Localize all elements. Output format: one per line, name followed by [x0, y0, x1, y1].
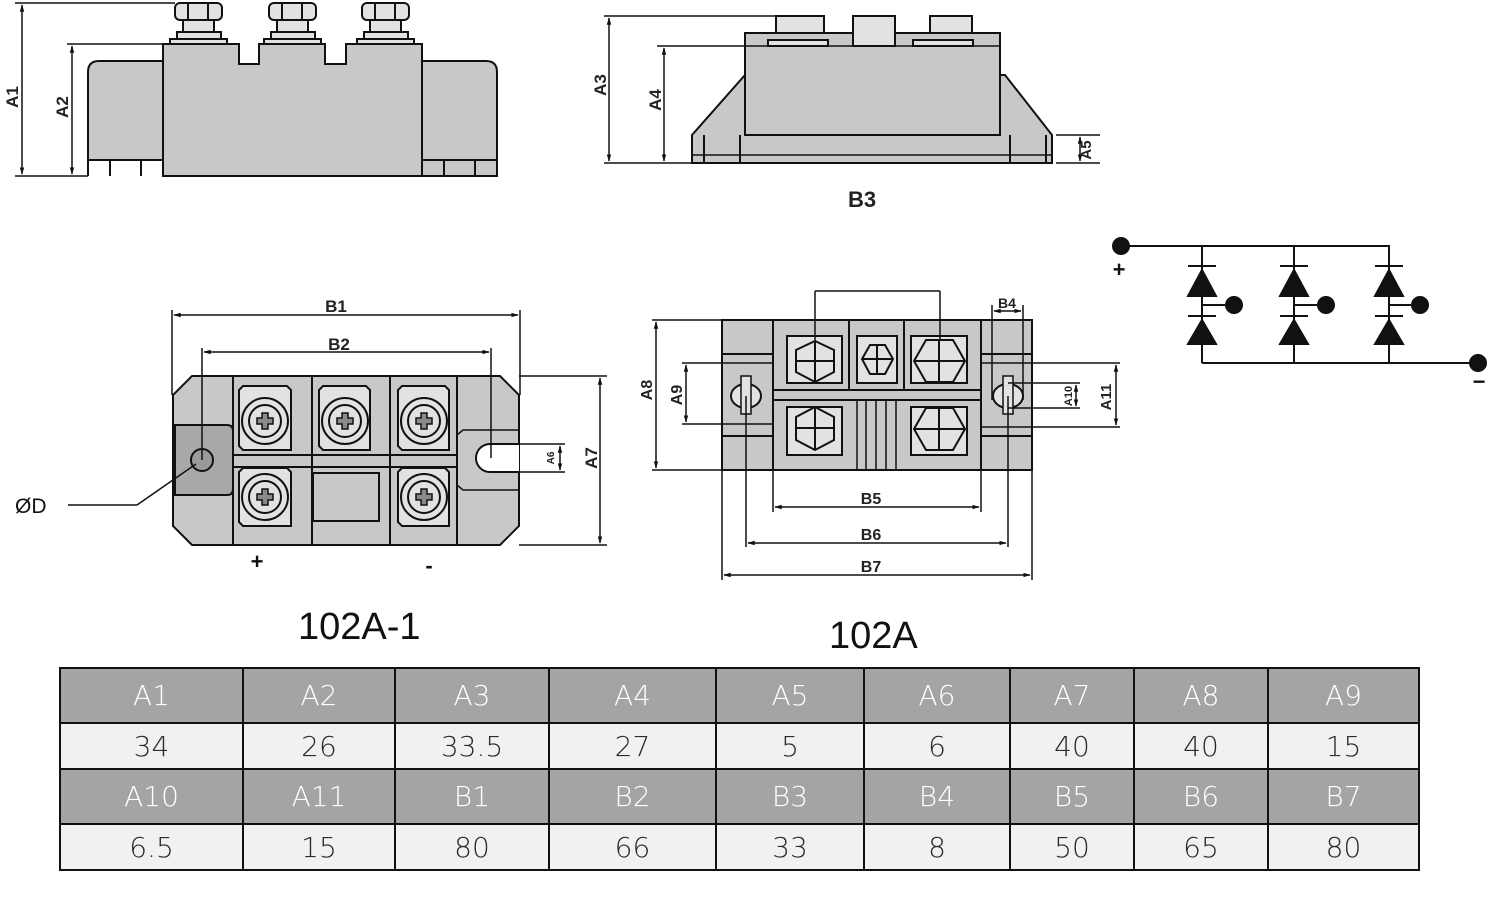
dim-label-a2: A2	[53, 96, 72, 118]
dim-label-a5: A5	[1078, 140, 1095, 159]
table-value-cell: 50	[1009, 823, 1135, 871]
table-value-cell: 40	[1009, 722, 1135, 770]
dim-label-a1: A1	[3, 86, 22, 108]
table-value-cell: 15	[242, 823, 396, 871]
table-value-cell: 27	[548, 722, 717, 770]
table-header-cell: B2	[548, 768, 717, 825]
table-header-cell: A7	[1009, 667, 1135, 724]
side-view-102a1-dimensions	[15, 2, 175, 177]
screw-terminal-3	[397, 385, 450, 451]
hex-nut-icons	[795, 339, 967, 452]
dim-label-b6: B6	[861, 527, 882, 544]
table-header-cell: B6	[1133, 768, 1269, 825]
dim-label-b4: B4	[998, 295, 1016, 311]
diode-leg-3	[1373, 246, 1429, 363]
dim-label-a7: A7	[582, 447, 601, 469]
dim-label-b1: B1	[325, 297, 347, 316]
screw-terminal-2	[318, 385, 371, 451]
table-value-cell: 65	[1133, 823, 1269, 871]
side-view-102a	[691, 15, 1053, 164]
table-value-cell: 6.5	[59, 823, 244, 871]
screw-terminal-plus	[238, 467, 292, 527]
table-header-cell: A9	[1267, 667, 1420, 724]
diode-leg-1	[1186, 246, 1243, 363]
dim-label-a10: A10	[1063, 386, 1075, 406]
terminal-plus-label: +	[251, 549, 264, 574]
caption-b3: B3	[848, 187, 876, 212]
table-value-cell: 15	[1267, 722, 1420, 770]
top-view-102a1	[172, 375, 520, 546]
dim-label-a11: A11	[1098, 384, 1115, 411]
side-body-left-wing	[87, 60, 164, 176]
table-value-cell: 80	[394, 823, 550, 871]
table-value-cell: 40	[1133, 722, 1269, 770]
table-header-cell: B1	[394, 768, 550, 825]
screw-terminal-1	[238, 385, 292, 451]
bridge-rectifier-schematic	[1112, 237, 1487, 372]
dim-label-b2: B2	[328, 335, 350, 354]
table-header-cell: A3	[394, 667, 550, 724]
table-header-cell: B3	[715, 768, 865, 825]
top-view-102a	[721, 319, 1033, 471]
slot-right	[475, 443, 519, 473]
model-title-102a: 102A	[829, 615, 918, 657]
side-view-102a1	[87, 2, 498, 177]
table-header-cell: A2	[242, 667, 396, 724]
table-header-cell: A8	[1133, 667, 1269, 724]
table-value-cell: 26	[242, 722, 396, 770]
table-value-cell: 33.5	[394, 722, 550, 770]
schematic-plus-label: +	[1113, 257, 1126, 282]
top-view-102a-dimensions	[652, 290, 1120, 580]
side-body-right-wing	[421, 60, 498, 177]
table-header-cell: A5	[715, 667, 865, 724]
terminal-minus-label: -	[425, 553, 432, 578]
top-view-102a1-dimensions	[68, 310, 607, 546]
side-nuts	[767, 15, 974, 47]
side-view-102a-dimensions	[604, 15, 1100, 164]
center-pad	[312, 472, 380, 522]
table-value-cell: 6	[863, 722, 1011, 770]
table-header-cell: A1	[59, 667, 244, 724]
table-value-cell: 8	[863, 823, 1011, 871]
table-value-cell: 34	[59, 722, 244, 770]
table-header-cell: A10	[59, 768, 244, 825]
table-header-cell: B4	[863, 768, 1011, 825]
model-title-102a1: 102A-1	[298, 606, 421, 648]
technical-drawing: A1 A2 A3 A4 A5 B3	[3, 2, 1487, 580]
bolt-2	[263, 2, 322, 45]
diode-leg-2	[1278, 246, 1335, 363]
table-value-cell: 66	[548, 823, 717, 871]
table-header-cell: A6	[863, 667, 1011, 724]
dim-label-b5: B5	[861, 491, 882, 508]
dim-label-a8: A8	[639, 380, 656, 401]
table-header-cell: A11	[242, 768, 396, 825]
table-header-cell: B7	[1267, 768, 1420, 825]
dim-label-a4: A4	[646, 89, 665, 111]
hole-d-label: ØD	[15, 495, 47, 518]
schematic-minus-label: −	[1473, 369, 1486, 394]
bolt-1	[169, 2, 228, 45]
table-value-cell: 33	[715, 823, 865, 871]
table-value-cell: 80	[1267, 823, 1420, 871]
table-header-cell: B5	[1009, 768, 1135, 825]
side-body-center	[744, 32, 1001, 136]
screw-terminal-minus	[397, 467, 450, 527]
table-header-cell: A4	[548, 667, 717, 724]
side-body-center	[162, 43, 423, 177]
dim-label-b7: B7	[861, 559, 882, 576]
bolt-3	[356, 2, 415, 45]
dim-label-a6: A6	[546, 451, 557, 464]
dim-label-a9: A9	[669, 385, 686, 406]
dim-label-a3: A3	[591, 74, 610, 96]
table-value-cell: 5	[715, 722, 865, 770]
